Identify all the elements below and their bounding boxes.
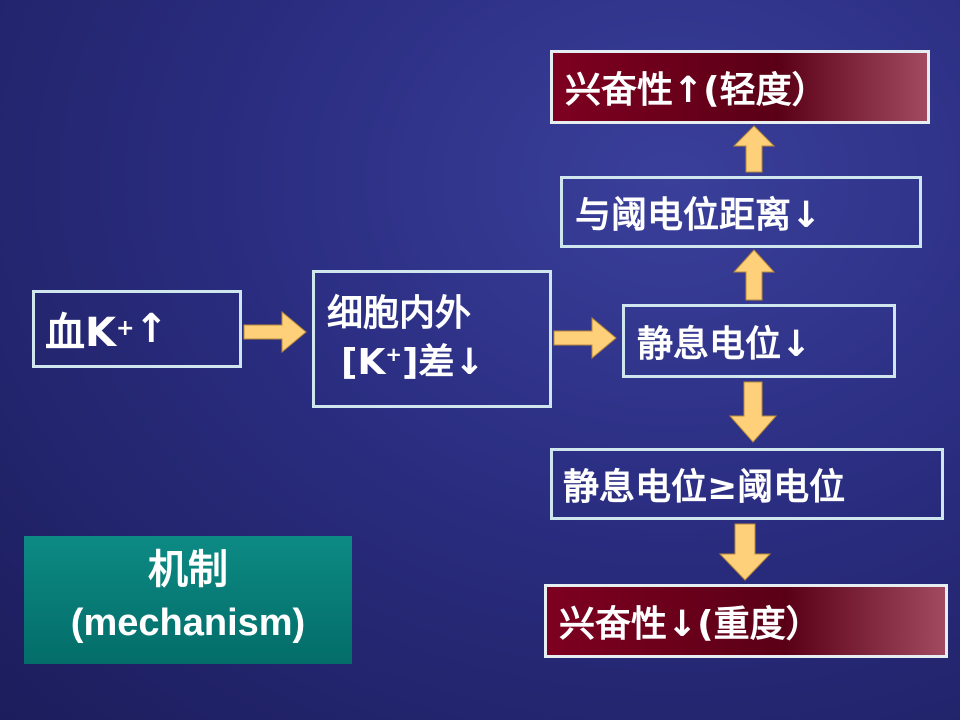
mechanism-title-cn: 机制 [148, 548, 228, 592]
excitability-severe-node: 兴奋性↓(重度） [544, 584, 948, 658]
arrow-up-icon [732, 249, 776, 301]
arrow-down-icon [718, 523, 772, 581]
cell-gradient-charge: + [385, 343, 402, 366]
resting-potential-label: 静息电位↓ [637, 324, 812, 365]
blood-potassium-node: 血K+ ↑ [32, 290, 242, 368]
cell-gradient-line2: [K+]差↓ [327, 339, 485, 388]
blood-k-text: 血K [45, 310, 116, 356]
mechanism-label-box: 机制 (mechanism) [24, 536, 352, 664]
excitability-mild-node: 兴奋性↑(轻度） [550, 50, 930, 124]
threshold-distance-node: 与阈电位距离↓ [560, 176, 922, 248]
arrow-right-icon [243, 310, 307, 354]
rp-ge-threshold-label: 静息电位≥阈电位 [563, 467, 846, 508]
cell-gradient-tail: ]差↓ [401, 342, 485, 383]
arrow-down-icon [728, 381, 778, 443]
threshold-distance-label: 与阈电位距离↓ [575, 195, 822, 236]
arrow-right-icon [553, 316, 617, 360]
cell-gradient-k: [K [341, 342, 386, 383]
cell-gradient-line1: 细胞内外 [327, 293, 472, 335]
cell-potassium-gradient-node: 细胞内外 [K+]差↓ [312, 270, 552, 408]
blood-k-arrow: ↑ [134, 306, 168, 352]
resting-potential-node: 静息电位↓ [622, 304, 896, 378]
excitability-severe-label: 兴奋性↓(重度） [559, 604, 822, 645]
rp-ge-threshold-node: 静息电位≥阈电位 [550, 448, 944, 520]
arrow-up-icon [732, 125, 776, 173]
excitability-mild-label: 兴奋性↑(轻度） [565, 70, 828, 111]
mechanism-title-en: (mechanism) [70, 602, 306, 644]
